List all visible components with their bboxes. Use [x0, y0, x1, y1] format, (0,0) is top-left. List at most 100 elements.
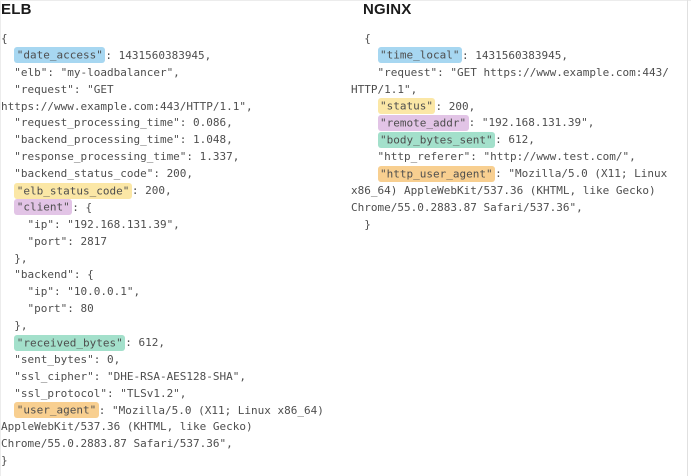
code-line: "ip": "10.0.0.1", [1, 284, 347, 301]
code-line: "status": 200, [351, 98, 687, 116]
code-line: "elb_status_code": 200, [1, 182, 347, 200]
highlighted-key-orange: "http_user_agent" [377, 165, 496, 182]
code-text: : { [72, 200, 93, 214]
panel-elb-code-block: { "date_access": 1431560383945, "elb": "… [1, 31, 347, 470]
code-text [351, 116, 378, 129]
code-text: : 1431560383945, [105, 48, 212, 62]
code-text: Chrome/55.0.2883.87 Safari/537.36", [1, 437, 233, 451]
code-line: AppleWebKit/537.36 (KHTML, like Gecko) [1, 419, 347, 436]
code-text: "ssl_cipher": "DHE-RSA-AES128-SHA", [1, 369, 247, 383]
code-text: "backend": { [1, 268, 94, 282]
code-line: "sent_bytes": 0, [1, 352, 347, 369]
code-text: "request": "GET https://www.example.com:… [351, 65, 669, 79]
code-text: HTTP/1.1", [351, 82, 418, 96]
panel-elb-title: ELB [1, 1, 32, 18]
code-text: "port": 2817 [1, 234, 107, 248]
code-text: "response_processing_time": 1.337, [1, 150, 240, 164]
code-line: "request_processing_time": 0.086, [1, 115, 347, 132]
code-line: { [1, 31, 347, 48]
code-text: Chrome/55.0.2883.87 Safari/537.36", [351, 200, 583, 214]
top-border-line [0, 0, 691, 1]
code-line: }, [1, 318, 347, 335]
code-text: : 612, [495, 133, 535, 147]
code-text: } [351, 217, 371, 231]
code-line: "remote_addr": "192.168.131.39", [351, 114, 687, 132]
code-text: }, [1, 319, 28, 333]
code-text: https://www.example.com:443/HTTP/1.1", [1, 99, 253, 113]
code-text: "http_referer": "http://www.test.com/", [351, 150, 636, 164]
code-text: : 612, [125, 336, 165, 350]
highlighted-key-blue: "time_local" [377, 47, 462, 64]
code-text: x86_64) AppleWebKit/537.36 (KHTML, like … [351, 184, 656, 198]
panel-nginx-code-block: { "time_local": 1431560383945, "request"… [351, 31, 687, 234]
code-line: x86_64) AppleWebKit/537.36 (KHTML, like … [351, 183, 687, 200]
code-line: "ssl_protocol": "TLSv1.2", [1, 386, 347, 403]
highlighted-key-yellow: "elb_status_code" [14, 182, 132, 199]
code-text: : 200, [435, 99, 476, 113]
code-text: "ssl_protocol": "TLSv1.2", [1, 386, 187, 400]
code-text: "ip": "10.0.0.1", [1, 285, 141, 299]
code-text: : 200, [131, 184, 172, 198]
code-text: } [1, 454, 8, 468]
code-line: "backend_processing_time": 1.048, [1, 132, 347, 149]
code-line: "http_referer": "http://www.test.com/", [351, 149, 687, 166]
code-text: "elb": "my-loadbalancer", [1, 65, 180, 79]
code-text [351, 133, 378, 146]
code-line: "client": { [1, 199, 347, 217]
code-line: "port": 80 [1, 301, 347, 318]
panel-elb: ELB { "date_access": 1431560383945, "elb… [1, 0, 347, 470]
code-line: HTTP/1.1", [351, 82, 687, 99]
code-line: "request": "GET [1, 82, 347, 99]
highlighted-key-green: "body_bytes_sent" [377, 131, 496, 148]
code-text [351, 100, 378, 113]
code-line: "ip": "192.168.131.39", [1, 217, 347, 234]
code-text: "request_processing_time": 0.086, [1, 116, 233, 130]
code-text: "backend_status_code": 200, [1, 167, 194, 181]
code-text: "ip": "192.168.131.39", [1, 217, 180, 231]
code-line: "backend": { [1, 267, 347, 284]
code-line: "request": "GET https://www.example.com:… [351, 65, 687, 82]
code-text [1, 184, 14, 197]
code-line: Chrome/55.0.2883.87 Safari/537.36", [351, 200, 687, 217]
code-line: "user_agent": "Mozilla/5.0 (X11; Linux x… [1, 402, 347, 420]
left-border-line [0, 0, 1, 476]
code-line: Chrome/55.0.2883.87 Safari/537.36", [1, 436, 347, 453]
code-line: https://www.example.com:443/HTTP/1.1", [1, 99, 347, 116]
code-text: "port": 80 [1, 302, 94, 316]
code-line: }, [1, 251, 347, 268]
right-border-line [687, 0, 688, 476]
highlighted-key-purple: "client" [14, 199, 73, 216]
code-text: "request": "GET [1, 82, 114, 96]
code-line: "elb": "my-loadbalancer", [1, 65, 347, 82]
code-line: "backend_status_code": 200, [1, 166, 347, 183]
code-line: "response_processing_time": 1.337, [1, 149, 347, 166]
code-line: } [351, 217, 687, 234]
code-line: } [1, 453, 347, 470]
code-text: { [1, 32, 8, 45]
code-line: "body_bytes_sent": 612, [351, 131, 687, 149]
code-line: "ssl_cipher": "DHE-RSA-AES128-SHA", [1, 369, 347, 386]
panel-nginx-title: NGINX [363, 1, 412, 18]
code-text [1, 49, 14, 62]
code-line: "port": 2817 [1, 234, 347, 251]
highlighted-key-yellow: "status" [377, 98, 436, 115]
code-text: { [351, 32, 371, 45]
code-line: "date_access": 1431560383945, [1, 47, 347, 65]
code-line: "time_local": 1431560383945, [351, 47, 687, 65]
code-text: : "Mozilla/5.0 (X11; Linux x86_64) [98, 403, 324, 417]
code-text: }, [1, 251, 28, 265]
highlighted-key-orange: "user_agent" [14, 402, 99, 419]
highlighted-key-purple: "remote_addr" [377, 114, 469, 131]
code-text: AppleWebKit/537.36 (KHTML, like Gecko) [1, 420, 253, 434]
highlighted-key-green: "received_bytes" [14, 334, 126, 351]
code-text: "backend_processing_time": 1.048, [1, 133, 233, 147]
code-text [351, 49, 378, 62]
code-text [1, 201, 14, 214]
panel-nginx: NGINX { "time_local": 1431560383945, "re… [351, 0, 687, 234]
code-line: { [351, 31, 687, 48]
code-text [1, 336, 14, 349]
code-text: "sent_bytes": 0, [1, 352, 121, 366]
code-text: : "192.168.131.39", [468, 116, 595, 130]
highlighted-key-blue: "date_access" [14, 47, 106, 64]
